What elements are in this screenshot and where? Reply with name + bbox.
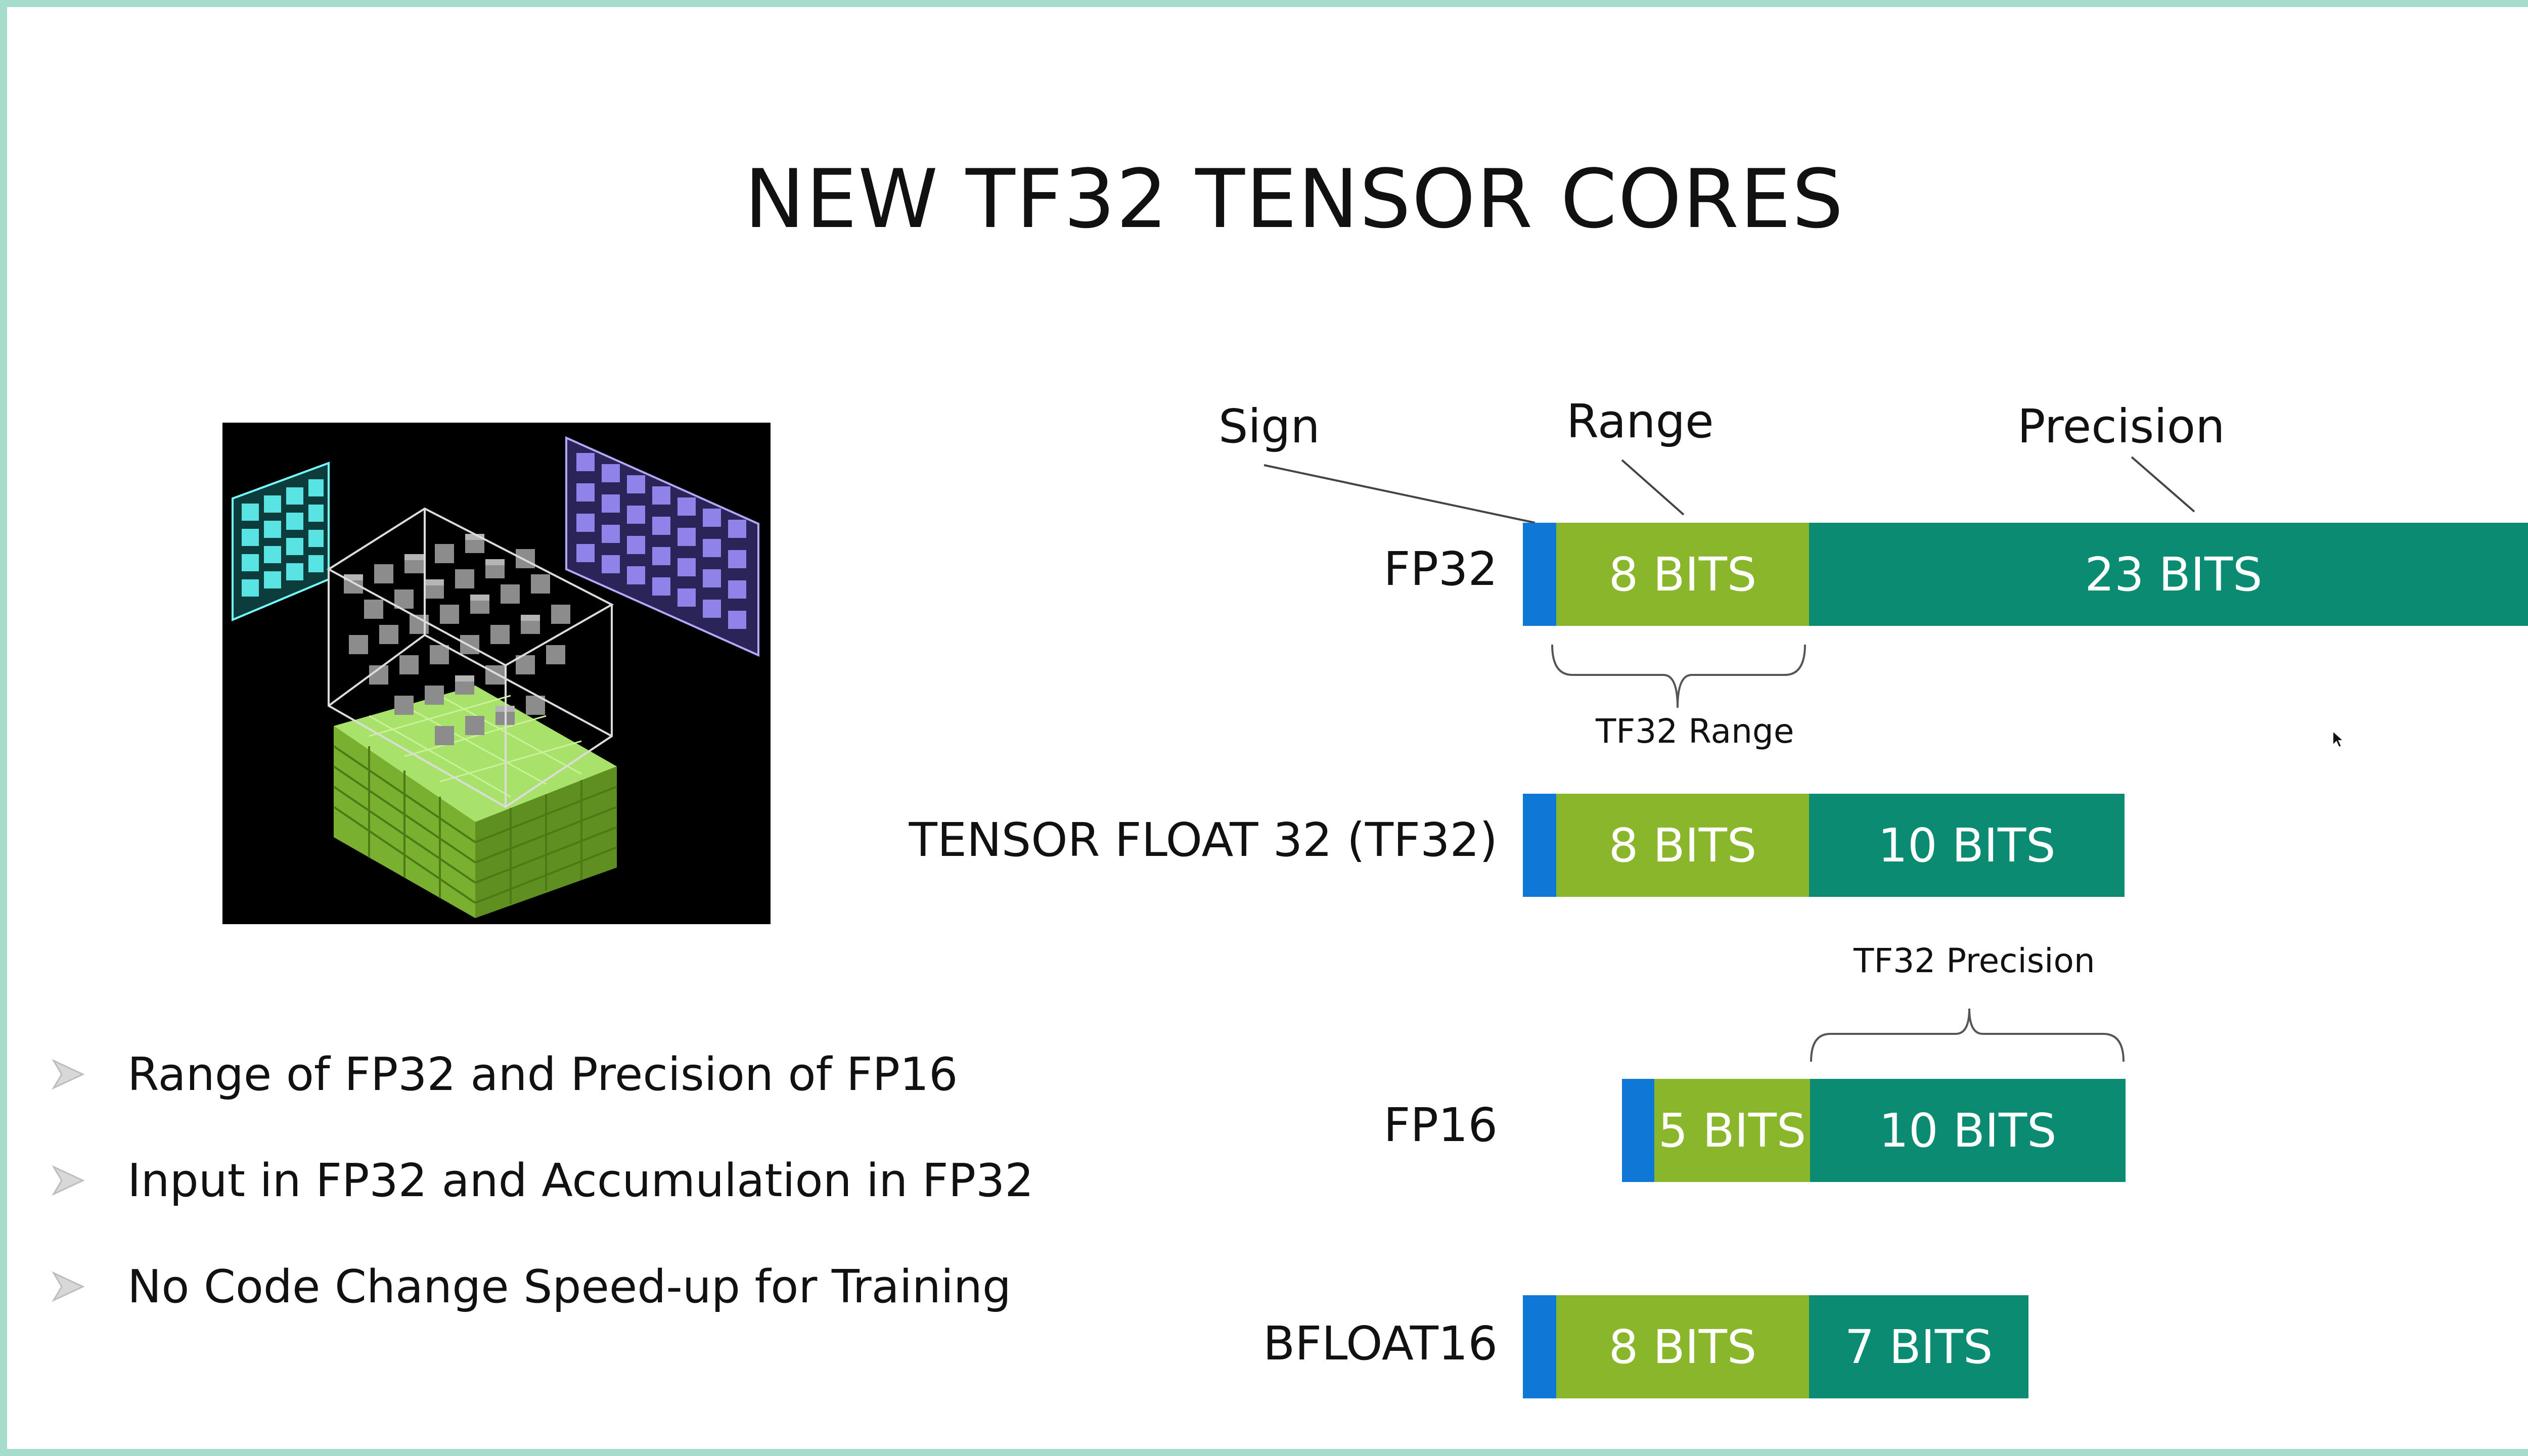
green-cube-stack xyxy=(333,686,617,918)
cyan-matrix-panel xyxy=(232,462,330,622)
bullet-item: No Code Change Speed-up for Training xyxy=(51,1234,1034,1340)
tensor-core-cube-icon xyxy=(222,423,771,924)
fp16-precision-bits: 10 BITS xyxy=(1810,1079,2126,1182)
mouse-cursor-icon xyxy=(2332,730,2345,748)
format-label-fp16: FP16 xyxy=(1383,1098,1498,1152)
fp16-range-bits: 5 BITS xyxy=(1654,1079,1810,1182)
bfloat16-range-bits: 8 BITS xyxy=(1556,1295,1809,1398)
range-header: Range xyxy=(1566,394,1714,448)
bullet-list: Range of FP32 and Precision of FP16 Inpu… xyxy=(51,1021,1034,1340)
bfloat16-sign-bit xyxy=(1523,1295,1556,1398)
sign-header: Sign xyxy=(1218,399,1320,453)
bullet-text: Input in FP32 and Accumulation in FP32 xyxy=(127,1154,1034,1207)
tf32-precision-brace xyxy=(1810,1008,2125,1062)
bullet-text: Range of FP32 and Precision of FP16 xyxy=(127,1048,958,1101)
range-leader-line xyxy=(1621,459,1685,516)
tf32-sign-bit xyxy=(1523,794,1556,897)
tf32-range-brace xyxy=(1551,644,1806,708)
purple-matrix-panel xyxy=(565,436,759,657)
gray-cube-grid xyxy=(327,507,614,808)
precision-header: Precision xyxy=(2017,399,2225,453)
fp16-sign-bit xyxy=(1622,1079,1654,1182)
bfloat16-precision-bits: 7 BITS xyxy=(1809,1295,2028,1398)
precision-leader-line xyxy=(2131,456,2195,513)
format-label-fp32: FP32 xyxy=(1383,542,1498,596)
tf32-range-bits: 8 BITS xyxy=(1556,794,1809,897)
format-label-tf32: TENSOR FLOAT 32 (TF32) xyxy=(909,813,1498,867)
fp32-range-bits: 8 BITS xyxy=(1556,523,1809,626)
fp32-precision-bits: 23 BITS xyxy=(1809,523,2528,626)
arrow-bullet-icon xyxy=(52,1059,85,1090)
bullet-item: Input in FP32 and Accumulation in FP32 xyxy=(51,1127,1034,1234)
format-label-bfloat16: BFLOAT16 xyxy=(1263,1316,1498,1371)
bullet-text: No Code Change Speed-up for Training xyxy=(127,1260,1012,1313)
bullet-item: Range of FP32 and Precision of FP16 xyxy=(51,1021,1034,1127)
arrow-bullet-icon xyxy=(52,1271,85,1302)
arrow-bullet-icon xyxy=(52,1165,85,1196)
fp32-sign-bit xyxy=(1523,523,1556,626)
tf32-precision-label: TF32 Precision xyxy=(1854,941,2095,980)
tf32-precision-bits: 10 BITS xyxy=(1809,794,2125,897)
slide-title: NEW TF32 TENSOR CORES xyxy=(744,152,1844,246)
sign-leader-line xyxy=(1263,464,1536,524)
tf32-range-label: TF32 Range xyxy=(1596,712,1794,751)
